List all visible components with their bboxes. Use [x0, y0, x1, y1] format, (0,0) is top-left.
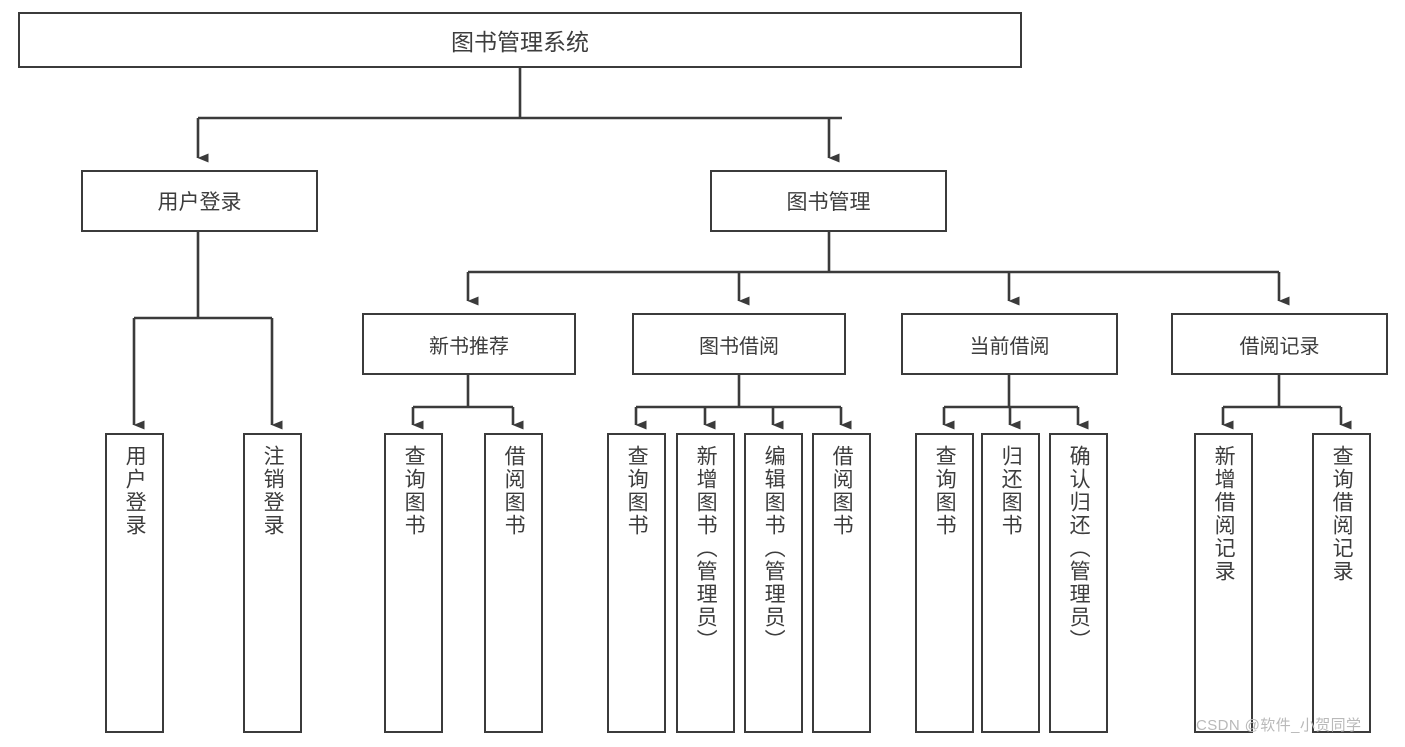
- node-label: 查询图书: [402, 445, 426, 537]
- node-label: 借阅记录: [1239, 335, 1320, 358]
- leaf-record-add-record[interactable]: 新增借阅记录: [1194, 433, 1253, 733]
- leaf-user-login-signout[interactable]: 注销登录: [243, 433, 302, 733]
- leaf-current-confirm-return-admin[interactable]: 确认归还（管理员）: [1049, 433, 1108, 733]
- leaf-record-query-record[interactable]: 查询借阅记录: [1312, 433, 1371, 733]
- leaf-borrow-edit-book-admin[interactable]: 编辑图书（管理员）: [744, 433, 803, 733]
- leaf-recommend-query-book[interactable]: 查询图书: [384, 433, 443, 733]
- node-label: 编辑图书（管理员）: [762, 445, 786, 652]
- node-root-system[interactable]: 图书管理系统: [18, 12, 1022, 68]
- watermark: CSDN @软件_小贺同学: [1196, 717, 1362, 734]
- node-borrow-record[interactable]: 借阅记录: [1171, 313, 1388, 375]
- node-label: 确认归还（管理员）: [1067, 445, 1091, 652]
- node-label: 新增图书（管理员）: [694, 445, 718, 652]
- leaf-current-return-book[interactable]: 归还图书: [981, 433, 1040, 733]
- leaf-borrow-add-book-admin[interactable]: 新增图书（管理员）: [676, 433, 735, 733]
- leaf-borrow-query-book[interactable]: 查询图书: [607, 433, 666, 733]
- node-label: 查询图书: [625, 445, 649, 537]
- node-label: 查询图书: [933, 445, 957, 537]
- node-label: 新增借阅记录: [1212, 445, 1236, 583]
- node-book-management[interactable]: 图书管理: [710, 170, 947, 232]
- node-new-book-recommend[interactable]: 新书推荐: [362, 313, 576, 375]
- node-label: 图书借阅: [699, 335, 779, 358]
- node-label: 图书管理: [786, 191, 871, 214]
- node-label: 当前借阅: [969, 335, 1050, 358]
- node-label: 用户登录: [157, 191, 242, 214]
- node-label: 归还图书: [999, 445, 1023, 537]
- node-label: 注销登录: [261, 445, 285, 537]
- node-label: 新书推荐: [429, 335, 509, 358]
- node-label: 借阅图书: [830, 445, 854, 537]
- node-label: 图书管理系统: [451, 29, 589, 55]
- leaf-borrow-borrow-book[interactable]: 借阅图书: [812, 433, 871, 733]
- node-label: 查询借阅记录: [1330, 445, 1354, 583]
- leaf-current-query-book[interactable]: 查询图书: [915, 433, 974, 733]
- node-current-borrow[interactable]: 当前借阅: [901, 313, 1118, 375]
- leaf-recommend-borrow-book[interactable]: 借阅图书: [484, 433, 543, 733]
- node-book-borrow[interactable]: 图书借阅: [632, 313, 846, 375]
- node-label: 用户登录: [123, 445, 147, 537]
- leaf-user-login-signin[interactable]: 用户登录: [105, 433, 164, 733]
- node-label: 借阅图书: [502, 445, 526, 537]
- node-user-login[interactable]: 用户登录: [81, 170, 318, 232]
